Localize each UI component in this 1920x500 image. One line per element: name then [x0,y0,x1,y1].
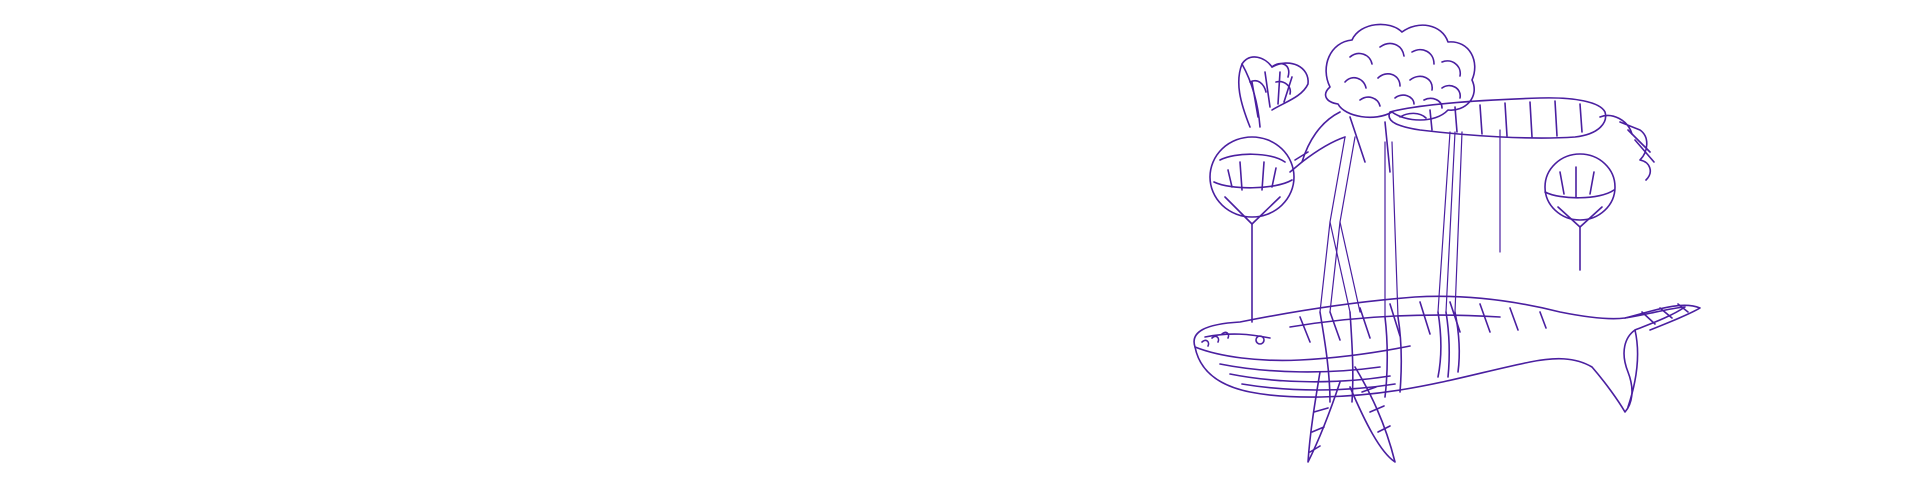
whale-vegetable-illustration [1180,12,1740,500]
radish-right-icon [1544,114,1655,271]
illustration-svg [1193,23,1701,463]
beet-left-icon [1209,56,1309,323]
carrot-icon [1388,97,1607,139]
suspension-strings [1319,129,1501,318]
whale-icon [1193,295,1701,463]
cauliflower-icon [1289,23,1476,173]
